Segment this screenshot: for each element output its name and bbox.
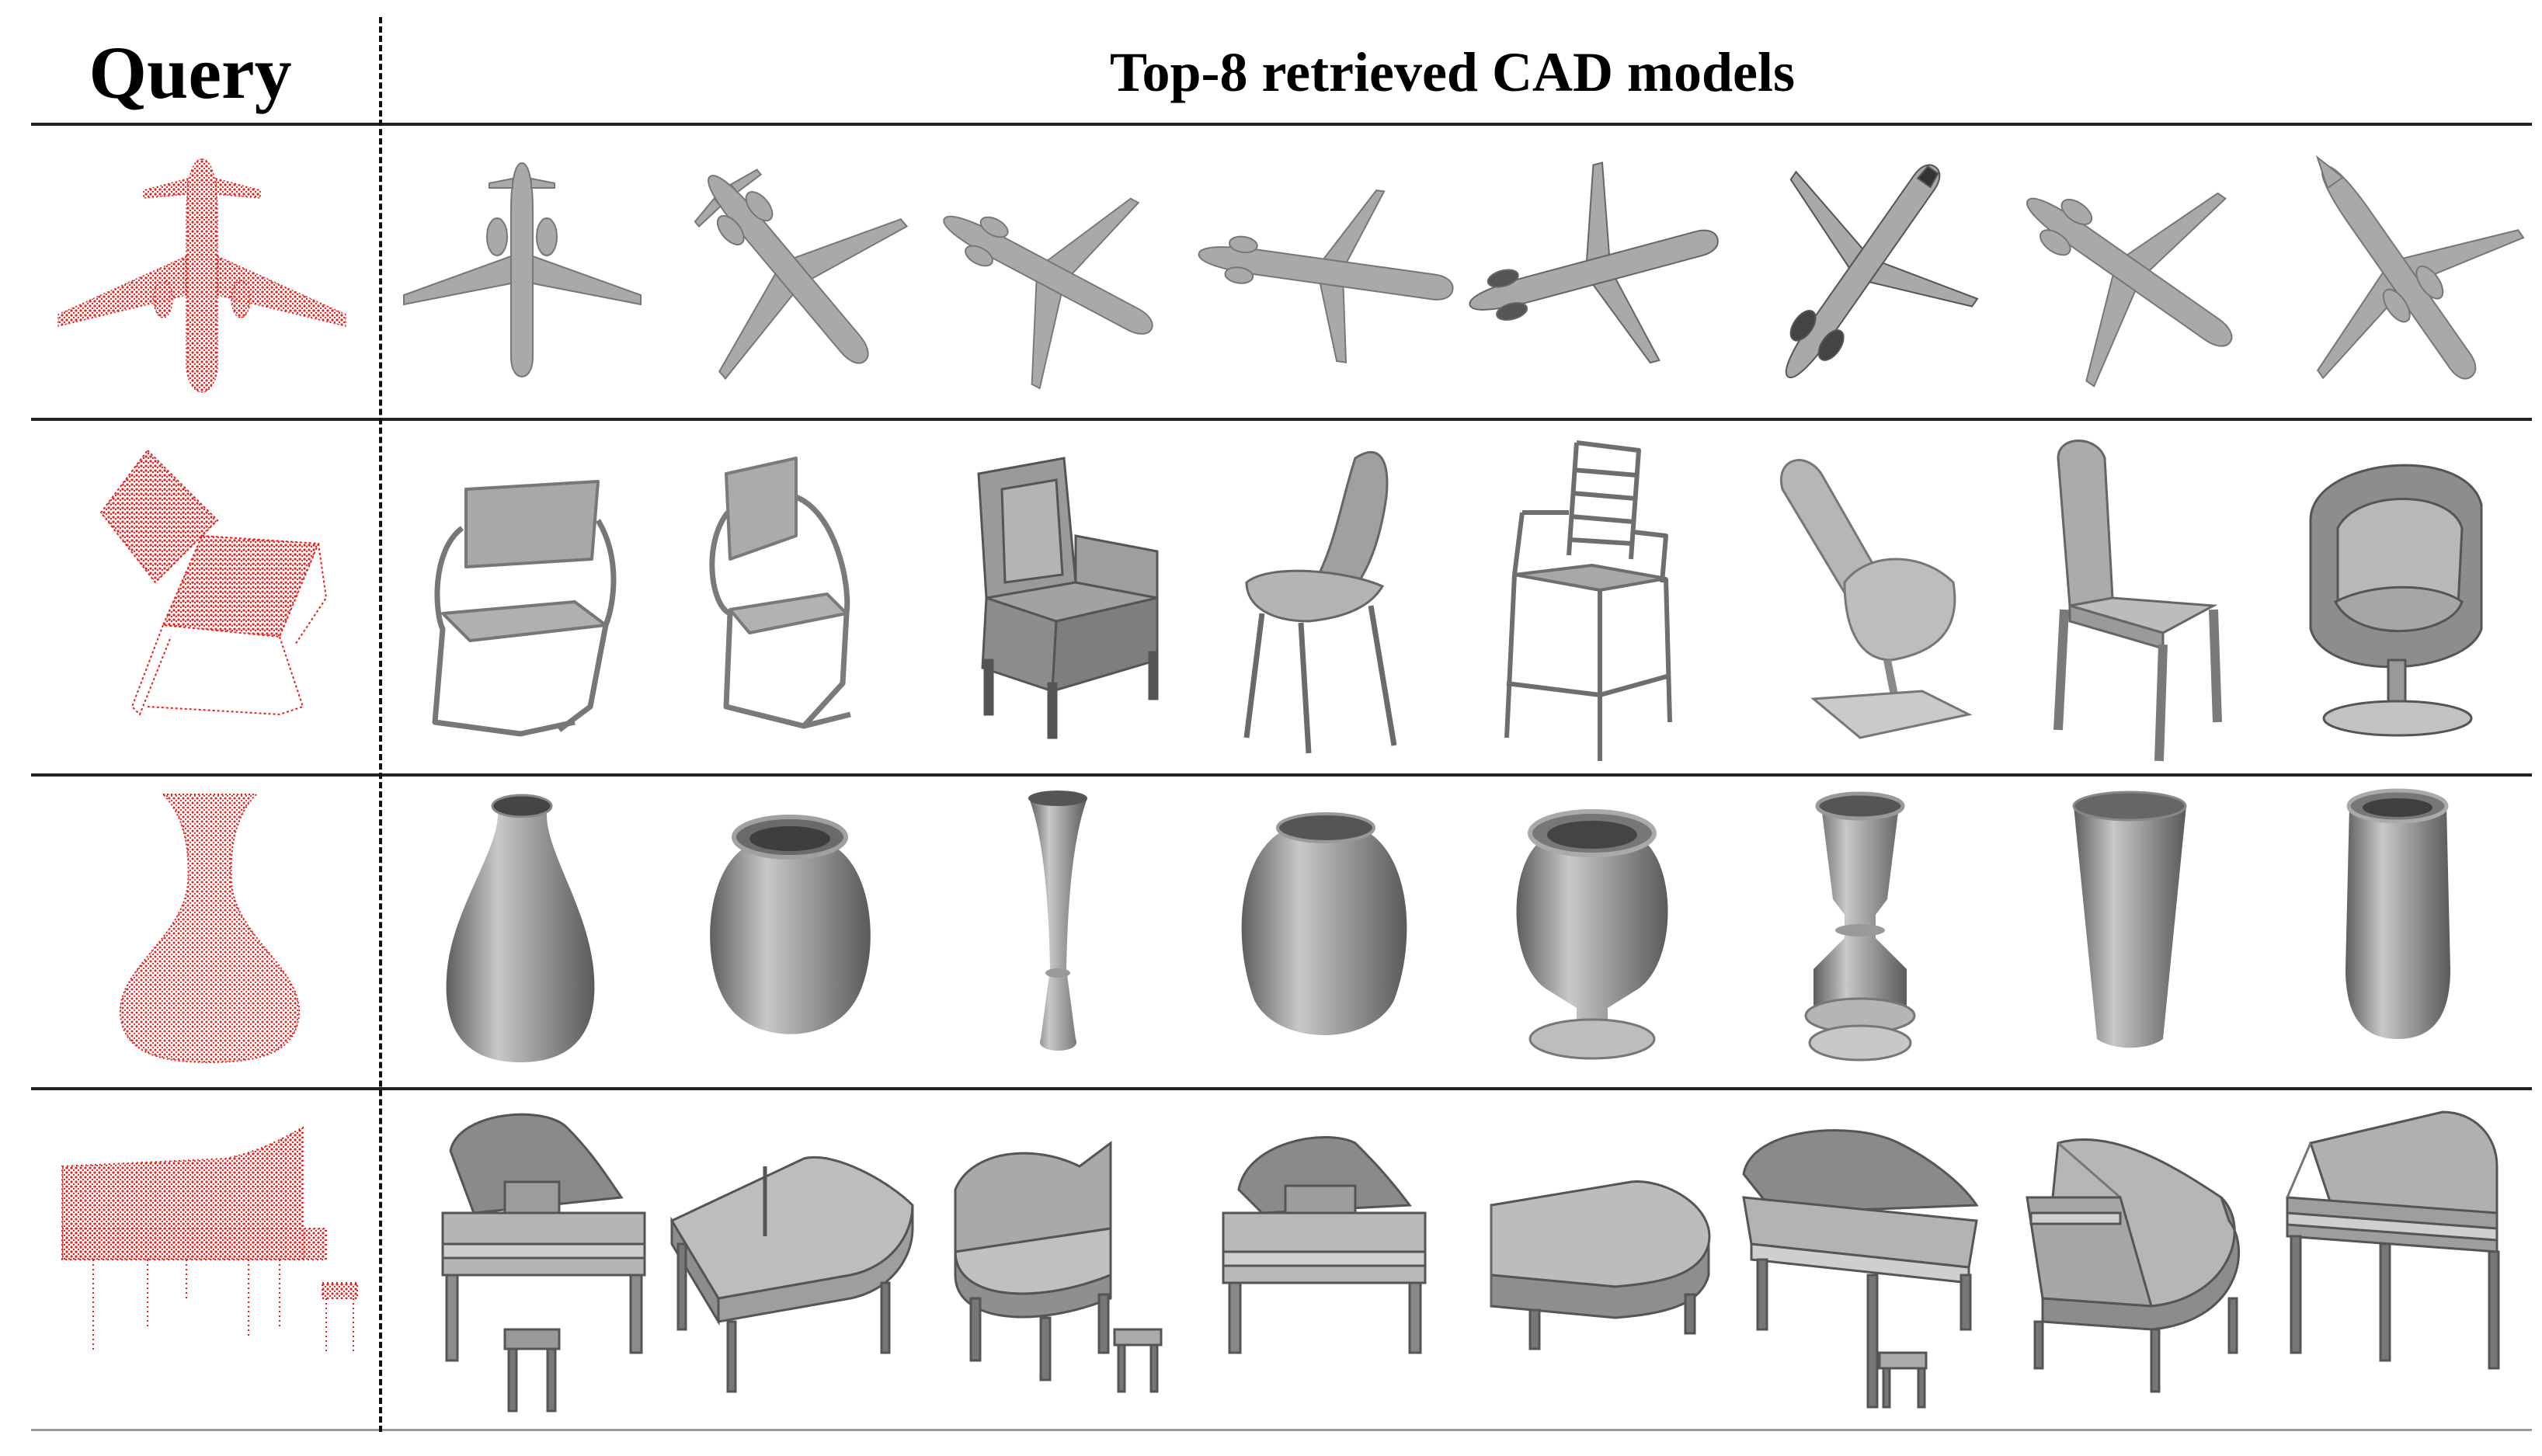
cad-chair-8	[2264, 427, 2532, 769]
cad-vase-3	[924, 783, 1192, 1082]
cad-piano-3	[924, 1096, 1192, 1423]
row-divider	[31, 418, 2532, 421]
cad-airplane-8	[2264, 132, 2532, 412]
cad-piano-4	[1192, 1096, 1460, 1423]
cad-airplane-1	[388, 132, 656, 412]
cad-piano-6	[1728, 1096, 1996, 1423]
bottom-rule	[31, 1429, 2532, 1431]
row-chair	[31, 427, 2532, 769]
cad-piano-5	[1460, 1096, 1728, 1423]
vase-point-cloud-icon	[47, 783, 373, 1082]
piano-point-cloud-icon	[47, 1096, 373, 1423]
cad-airplane-7	[1996, 132, 2264, 412]
cad-chair-3	[924, 427, 1192, 769]
row-divider	[31, 773, 2532, 777]
cad-chair-4	[1192, 427, 1460, 769]
header-rule	[31, 123, 2532, 126]
cad-chair-5	[1460, 427, 1728, 769]
cad-piano-8	[2264, 1096, 2532, 1423]
query-header: Query	[89, 30, 292, 114]
cad-chair-7	[1996, 427, 2264, 769]
retrieved-header: Top-8 retrieved CAD models	[1110, 40, 1795, 103]
cad-airplane-2	[656, 132, 924, 412]
cad-airplane-3	[924, 132, 1192, 412]
cad-airplane-5	[1460, 132, 1728, 412]
cad-vase-1	[388, 783, 656, 1082]
cad-chair-2	[656, 427, 924, 769]
cad-vase-6	[1728, 783, 1996, 1082]
cad-piano-2	[656, 1096, 924, 1423]
row-piano	[31, 1096, 2532, 1423]
cad-vase-4	[1192, 783, 1460, 1082]
cad-airplane-4	[1192, 132, 1460, 412]
cad-vase-7	[1996, 783, 2264, 1082]
cad-vase-8	[2264, 783, 2532, 1082]
row-divider	[31, 1087, 2532, 1090]
chair-point-cloud-icon	[47, 427, 373, 769]
cad-chair-6	[1728, 427, 1996, 769]
row-vase	[31, 783, 2532, 1082]
cad-vase-2	[656, 783, 924, 1082]
cad-airplane-6	[1728, 132, 1996, 412]
row-airplane	[31, 132, 2532, 412]
cad-chair-1	[388, 427, 656, 769]
cad-piano-1	[388, 1096, 656, 1423]
column-separator	[379, 17, 382, 1432]
airplane-point-cloud-icon	[47, 132, 373, 412]
cad-vase-5	[1460, 783, 1728, 1082]
cad-piano-7	[1996, 1096, 2264, 1423]
